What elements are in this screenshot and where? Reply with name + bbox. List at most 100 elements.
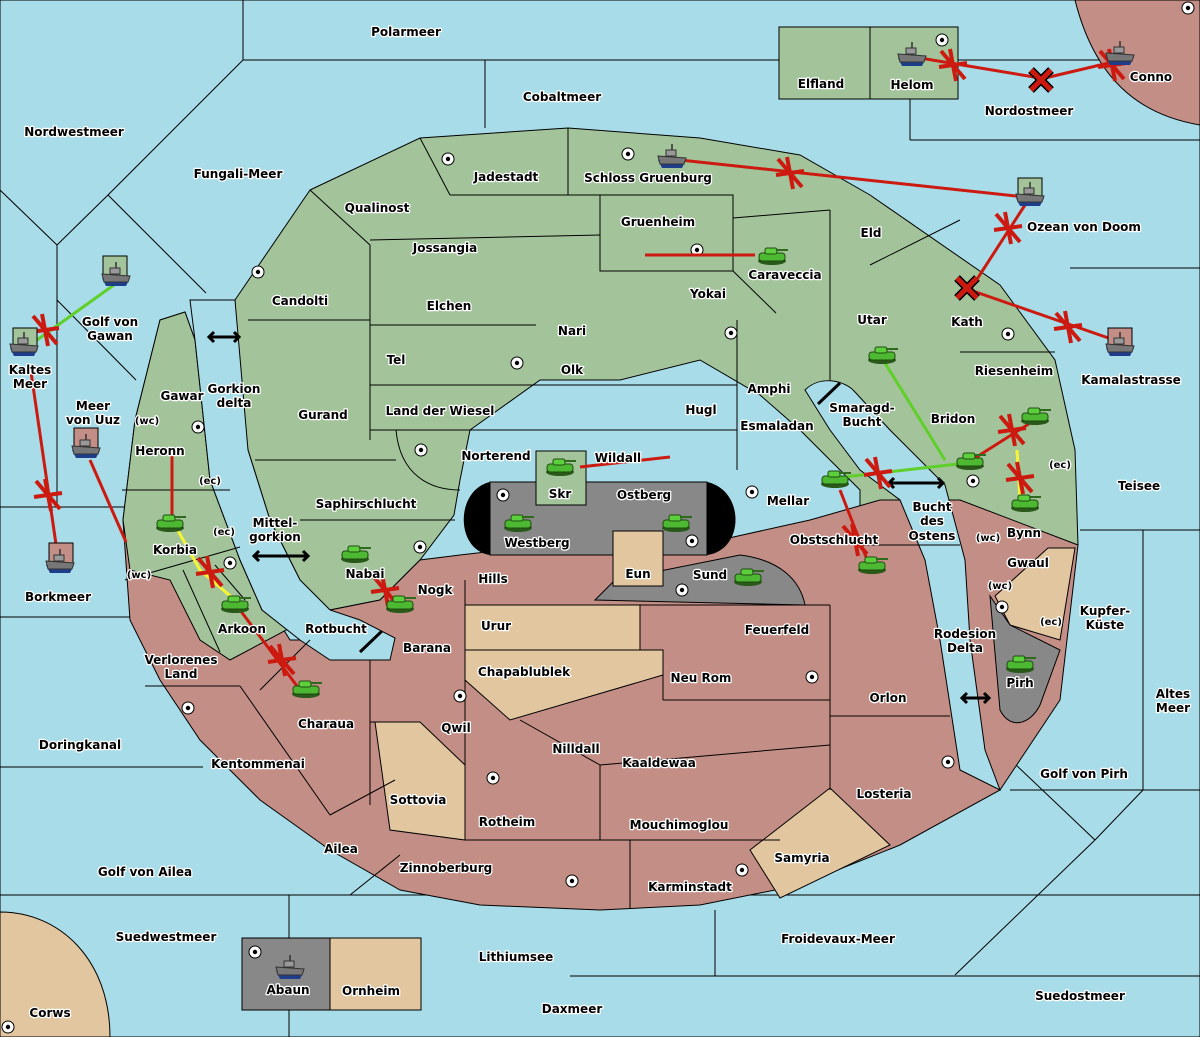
label-mouchimoglou: Mouchimoglou [630,818,729,832]
province-conno[interactable] [1074,0,1200,126]
label-hills: Hills [478,572,508,586]
label-nordwestmeer: Nordwestmeer [24,125,124,139]
label-tel: Tel [387,353,406,367]
label-corws: Corws [29,1006,70,1020]
gorkion-channel [189,299,396,661]
supply-center-icon [935,33,949,47]
label-kaaldewaa: Kaaldewaa [622,756,696,770]
supply-center-icon [966,474,980,488]
label-bridon: Bridon [931,412,976,426]
support-utar [878,354,947,461]
label-gwaul: Gwaul [1007,556,1049,570]
supply-center-icon [685,534,699,548]
label-utar: Utar [857,313,887,327]
supply-center-icon [248,945,262,959]
label-verlorenes-1: Verlorenes [145,653,218,667]
label-jadestadt: Jadestadt [473,170,539,184]
supply-center-icon [1001,327,1015,341]
label-feuerfeld: Feuerfeld [745,623,810,637]
supply-center-icon [995,600,1009,614]
label-candolti: Candolti [272,294,328,308]
province-eun[interactable] [612,530,664,587]
label-ornheim: Ornheim [342,984,400,998]
label-jossangia: Jossangia [412,241,477,255]
supply-center-icon [223,556,237,570]
order-charaua-arkoon [238,609,302,691]
label-nabai: Nabai [346,567,385,581]
order-helom-nordostmeer [919,56,1041,80]
order-bork-kaltes [28,364,60,559]
label-verlorenes-2: Land [165,667,198,681]
label-gorkion-1: Gorkion [208,382,261,396]
province-corws[interactable] [0,911,111,1037]
province-gwaul[interactable] [994,547,1076,641]
label-rodesion-2: Delta [947,641,983,655]
label-karminstadt: Karminstadt [648,880,732,894]
label-qualinost: Qualinost [345,201,410,215]
label-hugl: Hugl [685,403,716,417]
label-suedwestmeer: Suedwestmeer [116,930,217,944]
supply-center-icon [496,488,510,502]
label-neu-rom: Neu Rom [671,671,732,685]
label-mittel-2: gorkion [249,530,301,544]
label-smaragd-2: Bucht [842,415,881,429]
label-chapablublek: Chapablublek [478,665,571,679]
orders [28,47,1131,691]
label-doringkanal: Doringkanal [39,738,121,752]
label-fungali-meer: Fungali-Meer [194,167,283,181]
label-eld: Eld [861,226,882,240]
label-losteria: Losteria [856,787,911,801]
supply-center-icon [565,874,579,888]
supply-center-icon [735,863,749,877]
label-borkmeer: Borkmeer [25,590,91,604]
support-mellar [834,460,976,480]
label-saphirschlucht: Saphirschlucht [316,497,417,511]
label-nordostmeer: Nordostmeer [985,104,1074,118]
supply-center-icon [724,326,738,340]
label-zinnoberburg: Zinnoberburg [400,861,492,875]
coast-marker: (wc) [127,570,151,581]
label-daxmeer: Daxmeer [542,1002,603,1016]
supply-center-icon [441,152,455,166]
label-orlon: Orlon [869,691,906,705]
sea-labels: Polarmeer Cobaltmeer Nordwestmeer Fungal… [7,24,1191,1018]
province-sund[interactable] [593,554,806,606]
label-bucht-3: Ostens [909,529,956,543]
label-uuz-2: von Uuz [66,413,120,427]
label-rotheim: Rotheim [479,815,536,829]
label-froidevaux-meer: Froidevaux-Meer [781,932,895,946]
supply-center-icon [251,265,265,279]
label-bucht-1: Bucht [912,500,951,514]
label-gawan-2: Gawan [87,329,133,343]
label-altes-2: Meer [1156,701,1190,715]
label-lithiumsee: Lithiumsee [479,950,554,964]
label-ailea: Ailea [324,842,358,856]
label-westberg: Westberg [504,536,569,550]
label-gawan-1: Golf von [82,315,138,329]
province-ornheim[interactable] [329,937,422,1011]
label-smaragd-1: Smaragd- [829,401,894,415]
label-olk: Olk [561,363,584,377]
label-land-der-wiesel: Land der Wiesel [386,404,495,418]
label-norterend: Norterend [461,449,530,463]
label-gorkion-2: delta [217,396,252,410]
label-bucht-2: des [920,514,944,528]
label-urur: Urur [481,619,511,633]
label-elchen: Elchen [427,299,472,313]
label-abaun: Abaun [266,983,309,997]
label-polarmeer: Polarmeer [371,25,441,39]
supply-center-icon [1,1020,15,1034]
order-kamala-kath [969,288,1121,344]
label-qwil: Qwil [441,721,471,735]
label-arkoon: Arkoon [218,622,266,636]
coast-marker: (ec) [213,527,235,538]
province-elfland[interactable] [778,26,871,100]
label-korbia: Korbia [153,543,197,557]
label-heronn: Heronn [135,444,184,458]
label-gruenheim: Gruenheim [621,215,695,229]
supply-center-icon [745,485,759,499]
label-charaua: Charaua [298,717,354,731]
label-kamalastrasse: Kamalastrasse [1081,373,1181,387]
province-samyria[interactable] [749,787,891,899]
